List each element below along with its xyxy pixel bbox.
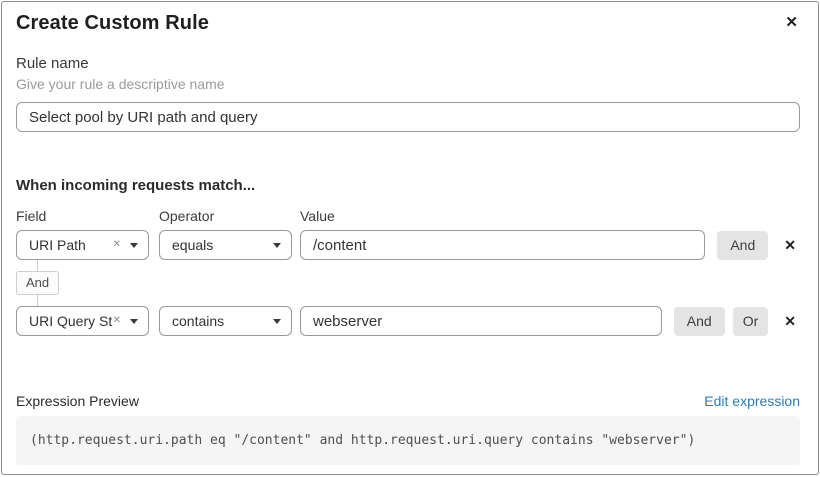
field-select[interactable]: URI Path ✕: [16, 230, 149, 260]
field-select[interactable]: URI Query St... ✕: [16, 306, 149, 336]
field-select-value: URI Query St...: [29, 313, 113, 329]
operator-select[interactable]: equals: [159, 230, 292, 260]
dialog-header: Create Custom Rule ✕: [16, 10, 800, 36]
page-title: Create Custom Rule: [16, 12, 209, 34]
clear-selection-icon[interactable]: ✕: [112, 239, 121, 250]
row-joiner: And: [15, 260, 60, 306]
operator-select-value: equals: [172, 237, 214, 253]
clear-selection-icon[interactable]: ✕: [112, 315, 121, 326]
rule-name-input[interactable]: [16, 102, 800, 132]
chevron-down-icon: [130, 242, 138, 248]
add-or-condition-button[interactable]: Or: [732, 306, 769, 336]
delete-condition-icon[interactable]: ✕: [784, 237, 796, 253]
connector-line: [37, 260, 38, 271]
expression-code: (http.request.uri.path eq "/content" and…: [16, 416, 800, 465]
chevron-down-icon: [130, 318, 138, 324]
rule-name-label: Rule name: [16, 55, 89, 72]
value-column-label: Value: [300, 208, 335, 224]
field-column-label: Field: [16, 208, 47, 224]
operator-column-label: Operator: [159, 208, 215, 224]
rule-name-hint: Give your rule a descriptive name: [16, 76, 225, 92]
operator-select-value: contains: [172, 313, 225, 329]
condition-row: URI Path ✕ equals And ✕: [16, 230, 800, 260]
joiner-and-chip[interactable]: And: [15, 271, 60, 295]
column-headers: Field Operator Value: [16, 208, 800, 225]
chevron-down-icon: [273, 242, 281, 248]
edit-expression-link[interactable]: Edit expression: [704, 393, 800, 409]
connector-line: [37, 295, 38, 306]
value-input[interactable]: [300, 306, 662, 336]
match-section: When incoming requests match... Field Op…: [15, 177, 800, 336]
value-input[interactable]: [300, 230, 706, 260]
condition-row: URI Query St... ✕ contains And Or ✕: [16, 306, 800, 336]
delete-condition-icon[interactable]: ✕: [784, 313, 796, 329]
expression-preview-label: Expression Preview: [16, 393, 139, 409]
operator-select[interactable]: contains: [159, 306, 292, 336]
rule-name-section: Rule name Give your rule a descriptive n…: [16, 55, 800, 132]
expression-preview-section: Expression Preview Edit expression (http…: [16, 393, 800, 465]
add-and-condition-button[interactable]: And: [717, 230, 769, 260]
close-icon[interactable]: ✕: [783, 12, 800, 34]
add-and-condition-button[interactable]: And: [673, 306, 725, 336]
expression-preview-header: Expression Preview Edit expression: [16, 393, 800, 410]
match-heading: When incoming requests match...: [16, 177, 256, 194]
chevron-down-icon: [273, 318, 281, 324]
field-select-value: URI Path: [29, 237, 86, 253]
